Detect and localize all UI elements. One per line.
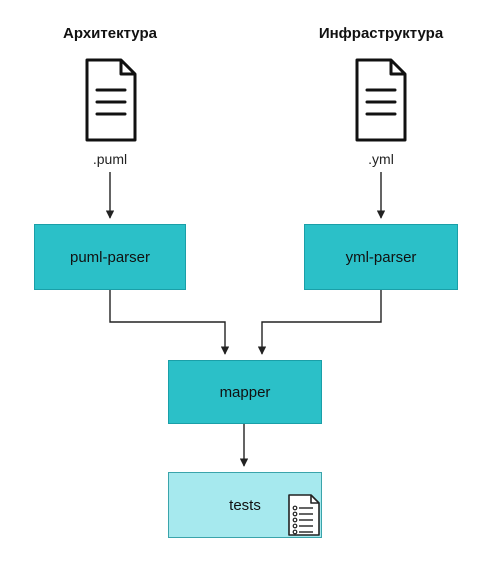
arrow-yml-parser-to-mapper [257,290,382,355]
tests-node: tests [168,472,322,538]
document-icon [85,58,137,142]
mapper-label: mapper [219,383,271,401]
puml-file-label: .puml [92,151,128,167]
infrastructure-heading: Инфраструктура [318,25,444,42]
yml-parser-node: yml-parser [304,224,458,290]
puml-parser-label: puml-parser [69,248,151,266]
yml-parser-label: yml-parser [345,248,417,266]
architecture-heading: Архитектура [63,25,157,42]
tests-label: tests [229,496,261,514]
puml-parser-node: puml-parser [34,224,186,290]
document-icon [355,58,407,142]
yml-file-label: .yml [368,151,394,167]
arrow-puml-parser-to-mapper [109,290,230,355]
mapper-node: mapper [168,360,322,424]
checklist-icon [288,494,320,536]
